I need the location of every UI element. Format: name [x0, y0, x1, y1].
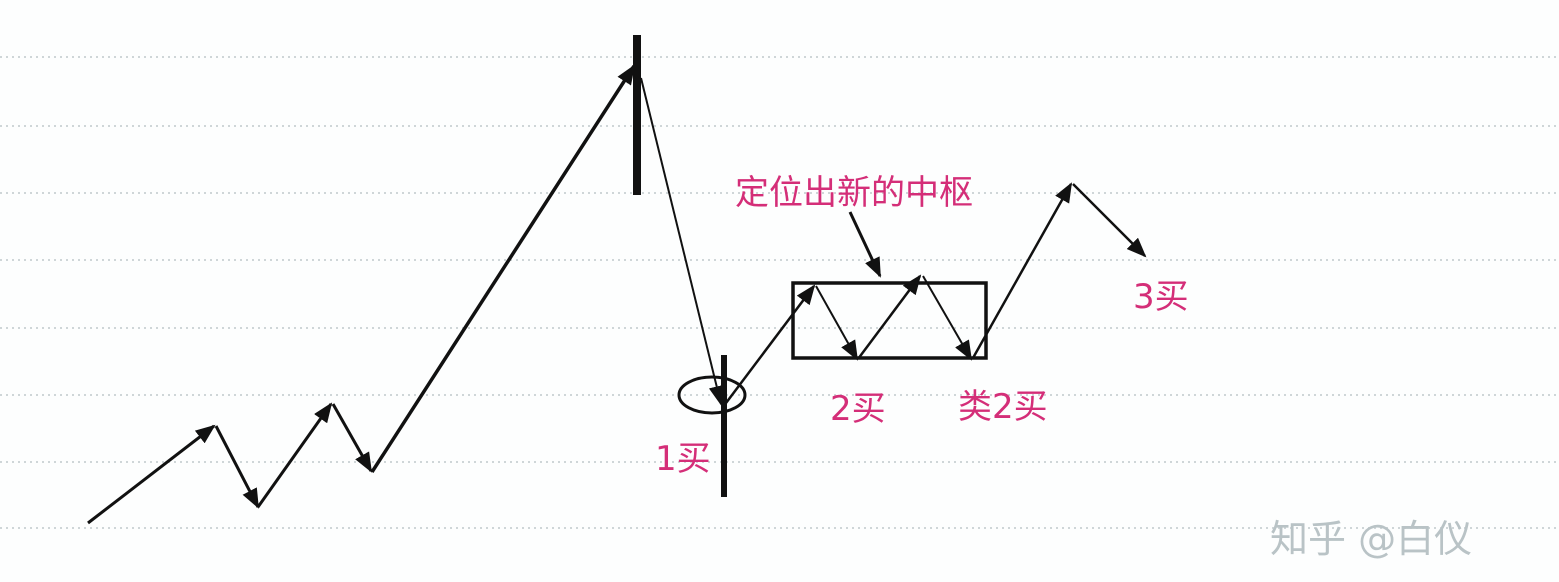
watermark: 知乎 @白仪 [1270, 517, 1472, 561]
segment-up-4 [725, 284, 816, 404]
center-pointer-arrow [848, 211, 882, 278]
segment-up-1 [87, 424, 216, 525]
pivot-center-box [791, 281, 988, 360]
label-buy1: 1买 [655, 439, 711, 479]
price-segments [87, 64, 1147, 525]
segment-up-6 [971, 182, 1073, 359]
segment-down-3 [640, 77, 725, 406]
segment-down-6 [1072, 183, 1147, 258]
label-buy2: 2买 [830, 389, 886, 429]
segment-up-5 [856, 274, 922, 360]
top-divider-bar [633, 35, 641, 195]
dotted-gridlines [0, 56, 1559, 529]
label-buy2-like: 类2买 [958, 387, 1048, 427]
segment-down-4 [815, 285, 858, 361]
buy1-circle [677, 375, 747, 415]
segment-down-1 [214, 425, 260, 509]
segment-down-2 [331, 403, 373, 473]
bottom-divider-bar [721, 355, 727, 497]
segment-up-3 [370, 64, 636, 473]
label-center: 定位出新的中枢 [735, 173, 973, 213]
segment-up-2 [256, 402, 333, 508]
label-buy3: 3买 [1133, 277, 1189, 317]
segment-down-5 [922, 275, 973, 361]
